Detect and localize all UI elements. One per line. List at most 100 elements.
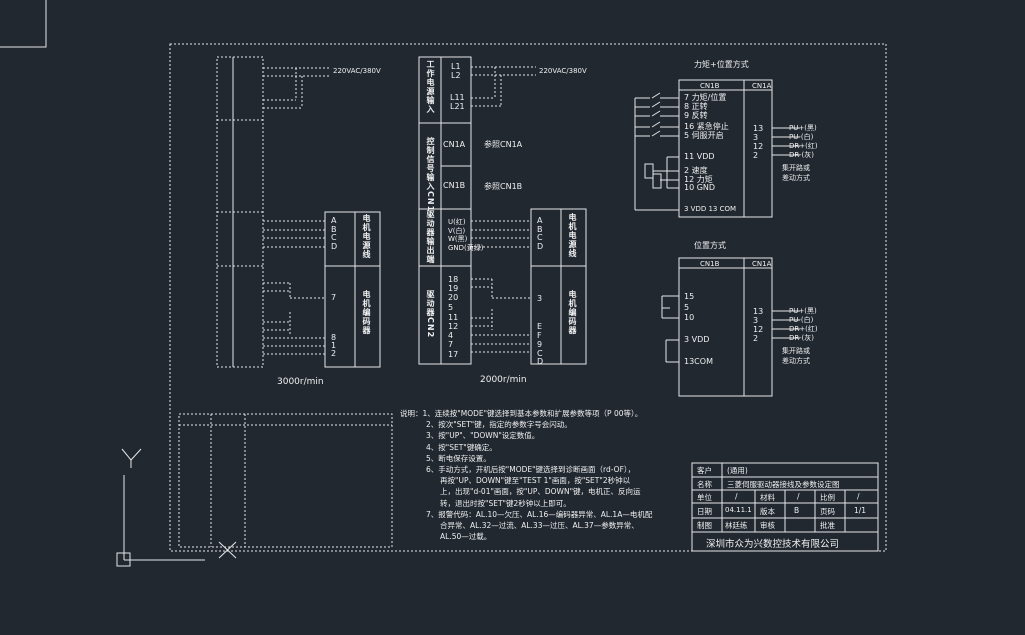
pin-label: 速度 xyxy=(691,166,708,175)
torque-output-3: 3 xyxy=(753,133,758,143)
pin-label: 正转 xyxy=(691,102,708,111)
torque-input-7: 7 力矩/位置 xyxy=(684,93,726,103)
left-encoder-cable-label: 电机编码器 xyxy=(362,290,371,335)
torque-analog-11: 11 VDD xyxy=(684,152,715,162)
mid-terminal-l2: L2 xyxy=(451,71,461,80)
pin-label: 力矩/位置 xyxy=(691,93,727,102)
pin-label: GND xyxy=(696,183,716,192)
torque-input-16: 16 紧急停止 xyxy=(684,122,729,132)
torque-output-label-1: PU-(白) xyxy=(789,133,814,141)
note-line: 3、按"UP"、"DOWN"设定数值。 xyxy=(426,431,540,441)
tb-unit-label: 单位 xyxy=(697,493,712,502)
left-motor-terminal-c: C xyxy=(331,233,337,242)
pin-label: 紧急停止 xyxy=(696,122,729,131)
cn2-pin-4: 4 xyxy=(448,331,454,340)
pin: 16 xyxy=(684,122,695,131)
viewport-corner xyxy=(0,0,47,48)
enc-right-pin-f: F xyxy=(537,331,542,340)
cn2-pin-11: 11 xyxy=(448,313,459,322)
pin-label: VDD xyxy=(696,152,715,161)
note-line: 4、按"SET"键确定。 xyxy=(426,442,497,452)
torque-output-note-2: 差动方式 xyxy=(782,174,810,182)
torque-output-12: 12 xyxy=(753,142,763,152)
tb-scale-label: 比例 xyxy=(820,493,835,502)
cn2-pin-20: 20 xyxy=(448,293,459,302)
torque-output-2: 2 xyxy=(753,151,758,161)
tb-page-label: 页码 xyxy=(820,507,835,516)
pin: 10 xyxy=(684,183,695,192)
tb-name-value: 三菱伺服驱动器接线及参数设定图 xyxy=(727,480,840,489)
left-encoder-terminal-7: 7 xyxy=(331,293,337,302)
position-mode-title: 位置方式 xyxy=(694,241,726,250)
position-input-10: 10 xyxy=(684,313,695,322)
mid-cn1b-note: 参照CN1B xyxy=(484,182,523,191)
position-output-note-2: 差动方式 xyxy=(782,357,810,365)
parameter-table-lines xyxy=(178,413,393,548)
position-output-12: 12 xyxy=(753,325,764,334)
mid-motor-terminal-b: B xyxy=(537,225,543,234)
cn2-pin-12: 12 xyxy=(448,322,459,331)
note-line: 2、按次"SET"键，指定的参数字号会闪动。 xyxy=(426,420,572,430)
tb-drawn-label: 制图 xyxy=(697,521,712,530)
torque-cn1b: CN1B xyxy=(700,82,720,90)
torque-analog-10: 10 GND xyxy=(684,183,715,193)
drive-terminal-v: V(白) xyxy=(448,227,466,235)
middle-diagram-lines xyxy=(418,56,587,365)
mid-cn1a-note: 参照CN1A xyxy=(484,140,523,149)
position-input-com: 13COM xyxy=(684,357,713,366)
pin: 8 xyxy=(684,102,690,111)
pin: 2 xyxy=(684,166,690,175)
middle-diagram-dashed xyxy=(471,66,536,353)
drive-terminal-gnd: GND(黄绿) xyxy=(448,244,484,252)
mid-terminal-l21: L21 xyxy=(450,102,465,111)
position-cn1a: CN1A xyxy=(752,260,772,268)
mid-cn1b: CN1B xyxy=(443,181,466,190)
enc-right-pin-3: 3 xyxy=(537,294,543,303)
drawing-border xyxy=(169,43,887,552)
mid-encoder-right-label: 电机编码器 xyxy=(568,290,577,335)
note-line: 合异常、AL.32—过流、AL.33—过压、AL.37—参数异常、 xyxy=(440,521,639,531)
torque-output-note-1: 集开路或 xyxy=(782,164,810,172)
title-block-lines xyxy=(691,462,879,552)
position-output-3: 3 xyxy=(753,316,759,325)
position-output-2: 2 xyxy=(753,334,759,343)
pin: 5 xyxy=(684,131,690,140)
tb-date-label: 日期 xyxy=(697,507,712,516)
cn2-pin-17: 17 xyxy=(448,350,459,359)
note-line: 说明：1、连续按"MODE"键选择到基本参数和扩展参数等项（P 00等）。 xyxy=(400,409,643,418)
cn2-pin-5: 5 xyxy=(448,303,454,312)
tb-version-label: 版本 xyxy=(760,507,775,516)
torque-output-13: 13 xyxy=(753,124,763,134)
note-line: AL.50—过载。 xyxy=(440,532,492,542)
mid-motor-terminal-a: A xyxy=(537,216,543,225)
note-line: 5、断电保存设置。 xyxy=(426,453,491,463)
power-input-box-label: 工作电源输入 xyxy=(426,60,435,114)
position-output-label-0: PU+(黑) xyxy=(789,307,817,315)
note-line: 6、手动方式，开机后按"MODE"键选择到诊断画面（rd-OF）， xyxy=(426,465,636,475)
tb-material-label: 材料 xyxy=(760,493,775,502)
left-motor-terminal-b: B xyxy=(331,225,337,234)
drive-terminal-w: W(黑) xyxy=(448,235,468,243)
note-line: 再按"UP、DOWN"键至"TEST 1"画面，按"SET"2秒钟以 xyxy=(440,476,631,486)
pin: 11 xyxy=(684,152,695,161)
tb-material-value: / xyxy=(797,492,800,501)
left-motor-terminal-a: A xyxy=(331,216,337,225)
note-line: 转，退出时按"SET"键2秒钟以上即可。 xyxy=(440,498,571,508)
cn2-pin-19: 19 xyxy=(448,284,459,293)
tb-customer-label: 客户 xyxy=(697,466,712,475)
pin-label: 力矩 xyxy=(696,175,713,184)
torque-input-8: 8 正转 xyxy=(684,102,708,112)
tb-customer-value: (通用) xyxy=(727,466,748,475)
note-line: 7、报警代码：AL.10—欠压、AL.16—编码器异常、AL.1A—电机配 xyxy=(426,509,653,519)
torque-input-5: 5 伺服开启 xyxy=(684,131,724,141)
instruction-notes: 说明：1、连续按"MODE"键选择到基本参数和扩展参数等项（P 00等）。 2、… xyxy=(400,408,652,542)
mid-terminal-l11: L11 xyxy=(450,93,465,102)
mid-power-voltage: 220VAC/380V xyxy=(539,67,587,75)
left-encoder-terminal-2: 2 xyxy=(331,349,337,358)
left-motor-cable-label: 电机电源线 xyxy=(362,214,371,259)
tb-review-label: 审核 xyxy=(760,521,775,530)
tb-scale-value: / xyxy=(857,492,860,501)
enc-right-pin-c: C xyxy=(537,349,543,358)
signal-input-box-label: 控制信号输入CN1 xyxy=(426,137,435,213)
